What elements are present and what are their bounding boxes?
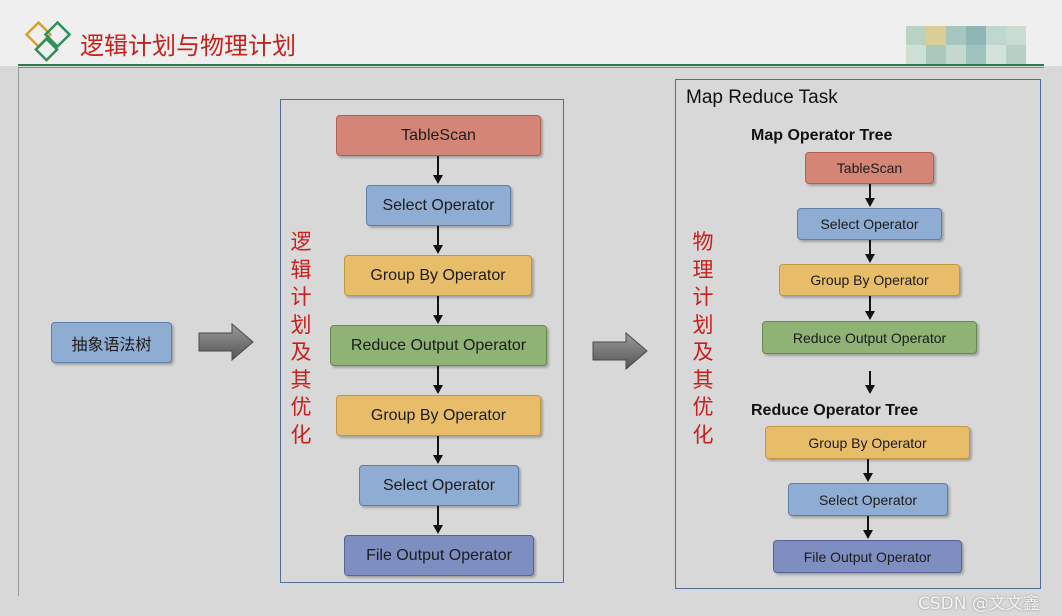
logical-box-tablescan: TableScan [336,115,541,156]
logical-box-group-by-operator: Group By Operator [344,255,532,296]
logical-box-select-operator: Select Operator [366,185,511,226]
map-box-tablescan: TableScan [805,152,934,184]
connector [867,516,869,531]
logical-plan-caption: 逻 辑 计 划 及 其 优 化 [290,230,312,447]
logical-plan-panel [280,99,564,583]
arrow-down-icon [865,385,875,394]
ast-box: 抽象语法树 [51,322,172,363]
panel-title: Map Reduce Task [686,87,838,108]
page-title: 逻辑计划与物理计划 [80,32,296,60]
header-rule-thin [18,67,1044,68]
connector [869,296,871,311]
map-box-select-operator: Select Operator [797,208,942,240]
map-operator-tree-label: Map Operator Tree [751,127,893,144]
connector [437,436,439,456]
connector [437,506,439,526]
arrow-down-icon [865,311,875,320]
map-box-group-by-operator: Group By Operator [779,264,960,296]
arrow-down-icon [433,525,443,534]
arrow-down-icon [433,175,443,184]
logical-box-file-output-operator: File Output Operator [344,535,534,576]
arrow-down-icon [433,455,443,464]
reduce-box-select-operator: Select Operator [788,483,948,516]
header [0,0,1062,66]
connector [869,240,871,254]
logical-box-select-operator-2: Select Operator [359,465,519,506]
arrow-down-icon [433,245,443,254]
reduce-box-group-by-operator: Group By Operator [765,426,970,459]
connector [867,459,869,474]
connector [437,366,439,386]
map-box-reduce-output-operator: Reduce Output Operator [762,321,977,354]
logical-box-reduce-output-operator: Reduce Output Operator [330,325,547,366]
arrow-down-icon [865,198,875,207]
arrow-down-icon [863,473,873,482]
arrow-down-icon [865,254,875,263]
connector [869,371,871,386]
arrow-down-icon [863,530,873,539]
physical-plan-caption: 物 理 计 划 及 其 优 化 [692,230,714,447]
left-margin-line [18,68,19,596]
arrow-down-icon [433,315,443,324]
map-reduce-task-panel [675,79,1041,589]
reduce-box-file-output-operator: File Output Operator [773,540,962,573]
header-rule [18,64,1044,66]
connector [437,226,439,246]
arrow-down-icon [433,385,443,394]
connector [869,184,871,198]
watermark: CSDN @文文鑫 [918,594,1040,614]
arrow-right-icon [198,323,254,361]
arrow-right-icon [592,332,648,370]
connector [437,296,439,316]
logo-diamonds-icon [24,20,72,62]
pixel-mosaic-icon [906,26,1026,64]
connector [437,156,439,176]
reduce-operator-tree-label: Reduce Operator Tree [751,402,919,419]
logical-box-group-by-operator-2: Group By Operator [336,395,541,436]
